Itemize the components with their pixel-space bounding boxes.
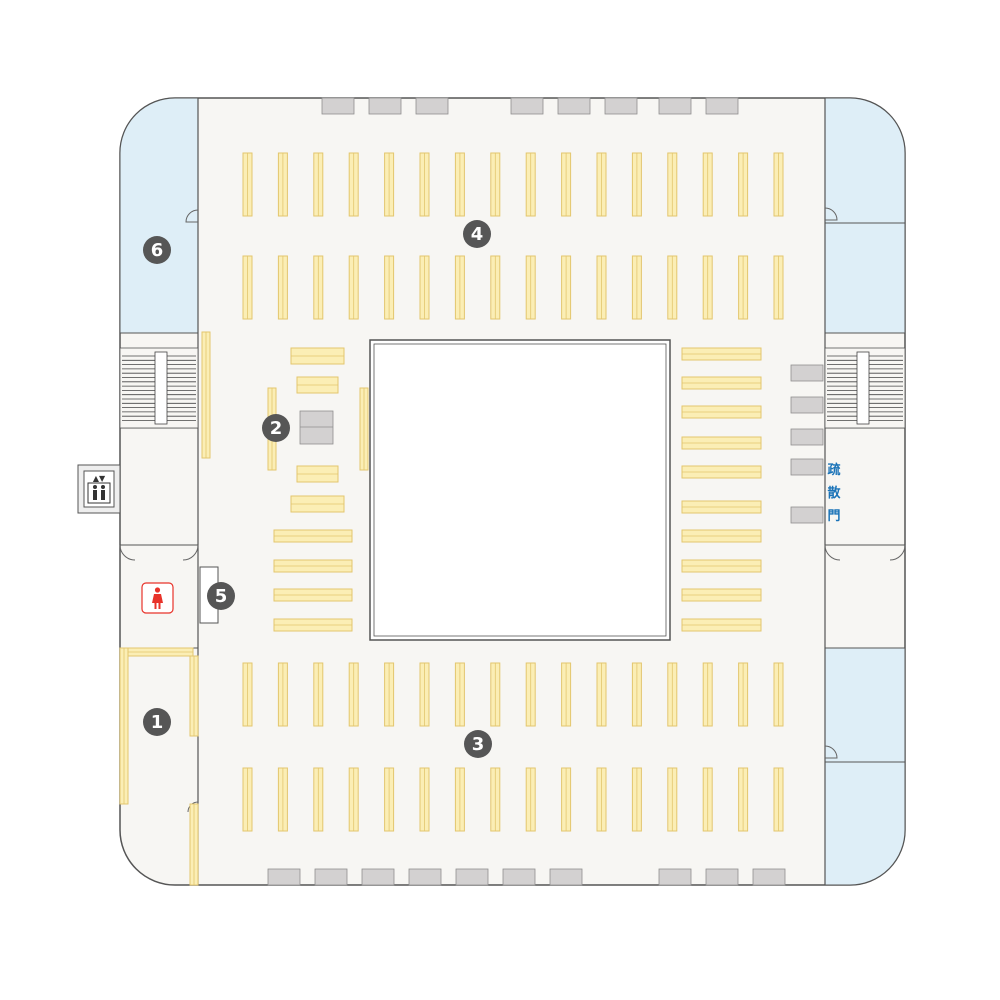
central-atrium-inner xyxy=(373,343,667,637)
marker-badge xyxy=(463,220,491,248)
marker-2[interactable]: 2 xyxy=(262,414,290,442)
study-table[interactable] xyxy=(658,868,692,886)
study-table[interactable] xyxy=(790,428,824,446)
marker-badge xyxy=(143,236,171,264)
room-right-bottom-2[interactable] xyxy=(824,761,906,886)
marker-4[interactable]: 4 xyxy=(463,220,491,248)
study-table[interactable] xyxy=(314,868,348,886)
stairs-right[interactable] xyxy=(824,347,906,429)
study-table[interactable] xyxy=(455,868,489,886)
marker-label: 3 xyxy=(472,734,485,755)
study-table[interactable] xyxy=(510,97,544,115)
exit-char: 門 xyxy=(827,509,840,524)
svg-text:▲▼: ▲▼ xyxy=(93,474,106,483)
stairs-left[interactable] xyxy=(119,347,199,429)
study-table[interactable] xyxy=(790,396,824,414)
study-table[interactable] xyxy=(752,868,786,886)
elevator[interactable]: ▲▼ xyxy=(77,464,121,514)
marker-badge xyxy=(464,730,492,758)
marker-label: 5 xyxy=(215,586,228,607)
study-table[interactable] xyxy=(604,97,638,115)
exit-char: 散 xyxy=(827,485,841,501)
study-table[interactable] xyxy=(790,364,824,382)
marker-6[interactable]: 6 xyxy=(143,236,171,264)
study-table[interactable] xyxy=(549,868,583,886)
marker-badge xyxy=(262,414,290,442)
study-table[interactable] xyxy=(361,868,395,886)
restroom[interactable] xyxy=(141,582,174,614)
study-table[interactable] xyxy=(557,97,591,115)
elevator-icon: ▲▼ xyxy=(87,474,111,504)
marker-label: 4 xyxy=(471,224,484,245)
study-table[interactable] xyxy=(658,97,692,115)
room-right-top-2[interactable] xyxy=(824,222,906,334)
door-swings xyxy=(119,207,906,813)
study-table[interactable] xyxy=(299,410,334,445)
exit-char: 疏 xyxy=(827,462,840,478)
marker-label: 1 xyxy=(151,712,164,733)
marker-3[interactable]: 3 xyxy=(464,730,492,758)
study-table[interactable] xyxy=(321,97,355,115)
study-table[interactable] xyxy=(705,868,739,886)
study-table[interactable] xyxy=(368,97,402,115)
marker-5[interactable]: 5 xyxy=(207,582,235,610)
study-table[interactable] xyxy=(790,506,824,524)
room-6[interactable] xyxy=(119,97,199,334)
marker-label: 2 xyxy=(270,418,283,439)
room-right-top[interactable] xyxy=(824,97,906,224)
study-table[interactable] xyxy=(267,868,301,886)
study-table[interactable] xyxy=(790,458,824,476)
study-table[interactable] xyxy=(705,97,739,115)
room-right-bottom[interactable] xyxy=(824,647,906,763)
marker-label: 6 xyxy=(151,240,164,261)
study-table[interactable] xyxy=(415,97,449,115)
marker-badge xyxy=(207,582,235,610)
study-table[interactable] xyxy=(408,868,442,886)
marker-1[interactable]: 1 xyxy=(143,708,171,736)
marker-badge xyxy=(143,708,171,736)
evacuation-door-label: 疏 散 門 xyxy=(827,462,841,524)
womens-restroom-icon xyxy=(152,587,163,609)
central-atrium xyxy=(369,339,671,641)
study-table[interactable] xyxy=(502,868,536,886)
